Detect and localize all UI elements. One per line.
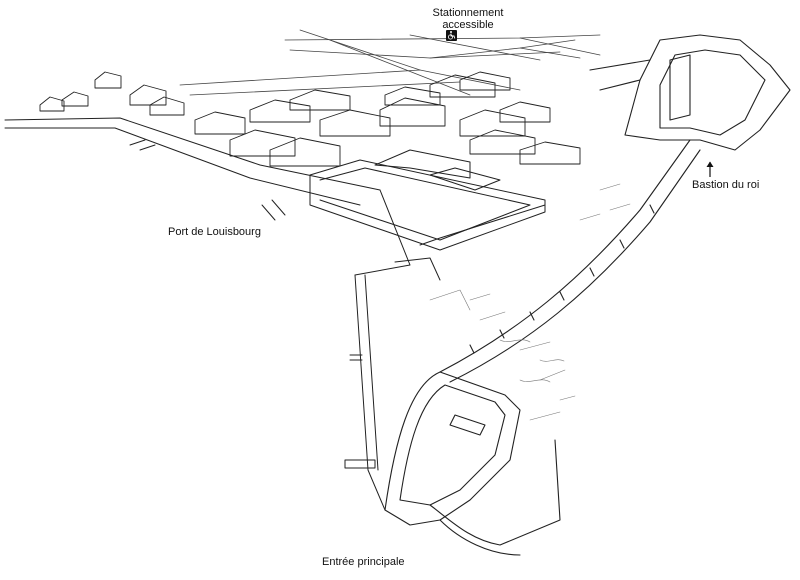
west-houses [39,71,185,116]
town-blocks [194,71,581,167]
label-main-entrance: Entrée principale [322,556,405,568]
chateau-block [309,149,546,251]
west-road [4,117,381,206]
terrain-hatching [429,183,631,421]
south-bastion [384,371,561,556]
curtain-wall [439,139,701,383]
label-port: Port de Louisbourg [168,226,261,238]
wheelchair-icon [446,30,457,41]
label-accessible-parking: Stationnement accessible [418,7,518,31]
street-grid [179,29,601,96]
harbour-quay [129,139,441,511]
arrow-up-icon [706,161,714,177]
label-bastion: Bastion du roi [692,179,760,191]
label-parking-line2: accessible [442,19,494,31]
kings-bastion [589,34,791,151]
label-parking-line1: Stationnement [432,7,504,19]
